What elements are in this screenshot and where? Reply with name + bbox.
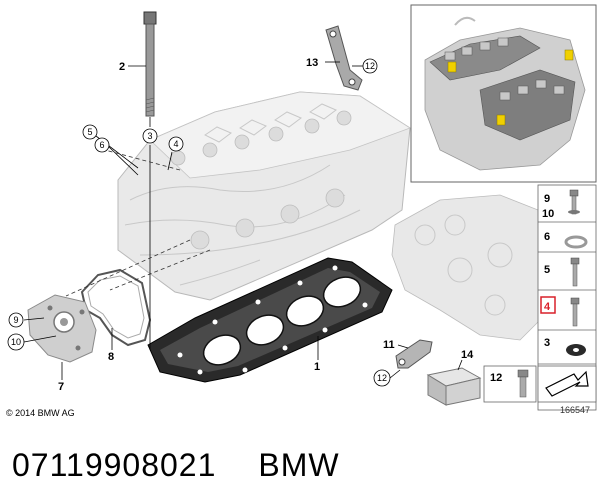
label-13: 13 [306,57,318,69]
screw-box: 12 [483,365,537,403]
svg-text:10: 10 [11,337,21,347]
caption-bar: 07119908021 BMW [12,440,592,490]
cylinder-head-illustration [117,91,411,301]
sealing-ring-icon [564,235,588,249]
panel-label-5: 5 [544,264,550,276]
panel-label-10: 10 [542,208,554,220]
bolt-icon [570,257,580,287]
panel-label-6: 6 [544,231,550,243]
callout-4: 4 [168,136,184,152]
svg-text:9: 9 [13,315,18,325]
socket-head-screw-icon [517,369,529,398]
callout-9: 9 [8,312,24,328]
label-2: 2 [119,61,125,73]
chain-case-gasket-illustration [80,268,152,347]
panel-label-9: 9 [544,193,550,205]
navigation-arrow-box[interactable] [537,365,597,403]
engine-inset [410,4,597,183]
bracket-illustration [325,25,363,91]
cylinder-head-bolt-illustration [143,11,157,117]
callout-5: 5 [82,124,98,140]
arrow-icon [545,370,589,397]
repair-kit-box-illustration [426,367,482,406]
label-1: 1 [314,361,320,373]
label-8: 8 [108,351,114,363]
cable-holder-illustration [395,339,433,369]
callout-12-bottom: 12 [373,369,391,387]
cover-illustration [27,294,97,363]
label-14: 14 [461,349,474,361]
panel-label-4: 4 [544,301,551,313]
callout-12-top: 12 [362,58,378,74]
label-11: 11 [383,339,395,351]
svg-text:12: 12 [365,61,375,71]
callout-3: 3 [142,128,158,144]
stud-bolt-icon [570,297,580,327]
callout-6: 6 [94,137,110,153]
washer-icon [566,344,586,356]
svg-text:6: 6 [99,140,104,150]
parts-diagram: 3 4 5 6 12 9 10 12 2 13 1 8 7 11 14 [6,4,597,418]
leader-lines [23,61,463,380]
reference-number: 166547 [560,405,590,415]
svg-text:12: 12 [377,373,387,383]
brand-name: BMW [258,446,340,483]
svg-text:4: 4 [173,139,178,149]
head-gasket-illustration [147,257,393,383]
panel-label-12: 12 [490,372,502,384]
svg-text:5: 5 [87,127,92,137]
highlight-box-4 [540,296,556,314]
svg-text:3: 3 [147,131,152,141]
callout-10: 10 [7,333,25,351]
part-number: 07119908021 [12,446,217,483]
label-7: 7 [58,381,64,393]
engine-detail-illustration [391,194,541,341]
panel-label-3: 3 [544,337,550,349]
copyright-text: © 2014 BMW AG [6,408,75,418]
bolt-washer-icon [568,189,580,215]
